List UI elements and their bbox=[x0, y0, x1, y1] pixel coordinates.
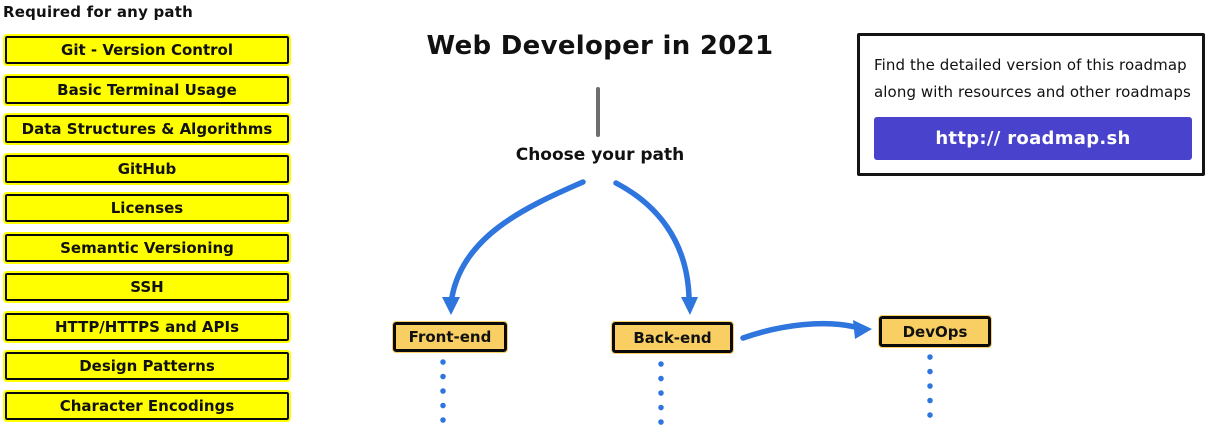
arrowhead-devops-icon bbox=[853, 320, 872, 339]
path-node-frontend[interactable]: Front-end bbox=[392, 321, 508, 353]
info-text-line-2: along with resources and other roadmaps bbox=[874, 83, 1191, 101]
required-topic-semver[interactable]: Semantic Versioning bbox=[3, 231, 291, 264]
required-topics-list: Git - Version Control Basic Terminal Usa… bbox=[3, 34, 291, 422]
path-node-backend[interactable]: Back-end bbox=[611, 321, 734, 354]
required-topic-github[interactable]: GitHub bbox=[3, 152, 291, 185]
arrow-to-frontend bbox=[449, 179, 586, 300]
required-topic-ssh[interactable]: SSH bbox=[3, 271, 291, 303]
title-stem-line bbox=[596, 87, 600, 137]
required-topic-dsa[interactable]: Data Structures & Algorithms bbox=[3, 113, 291, 145]
required-topic-http[interactable]: HTTP/HTTPS and APIs bbox=[3, 310, 291, 343]
arrowhead-backend-icon bbox=[681, 297, 698, 315]
required-topic-licenses[interactable]: Licenses bbox=[3, 192, 291, 224]
roadmap-info-box: Find the detailed version of this roadma… bbox=[857, 33, 1205, 176]
page-title: Web Developer in 2021 bbox=[426, 31, 774, 61]
required-topic-encodings[interactable]: Character Encodings bbox=[3, 389, 291, 422]
info-text-line-1: Find the detailed version of this roadma… bbox=[874, 56, 1187, 74]
arrow-to-backend bbox=[613, 180, 692, 300]
arrow-to-devops bbox=[740, 320, 858, 341]
required-topic-design-patterns[interactable]: Design Patterns bbox=[3, 350, 291, 382]
choose-your-path-label: Choose your path bbox=[515, 145, 685, 165]
arrowhead-frontend-icon bbox=[442, 297, 460, 315]
required-topic-terminal[interactable]: Basic Terminal Usage bbox=[3, 73, 291, 106]
roadmap-url-button[interactable]: http:// roadmap.sh bbox=[874, 117, 1192, 160]
path-node-devops[interactable]: DevOps bbox=[878, 315, 992, 348]
required-topic-git[interactable]: Git - Version Control bbox=[3, 34, 291, 66]
required-section-heading: Required for any path bbox=[3, 3, 193, 21]
